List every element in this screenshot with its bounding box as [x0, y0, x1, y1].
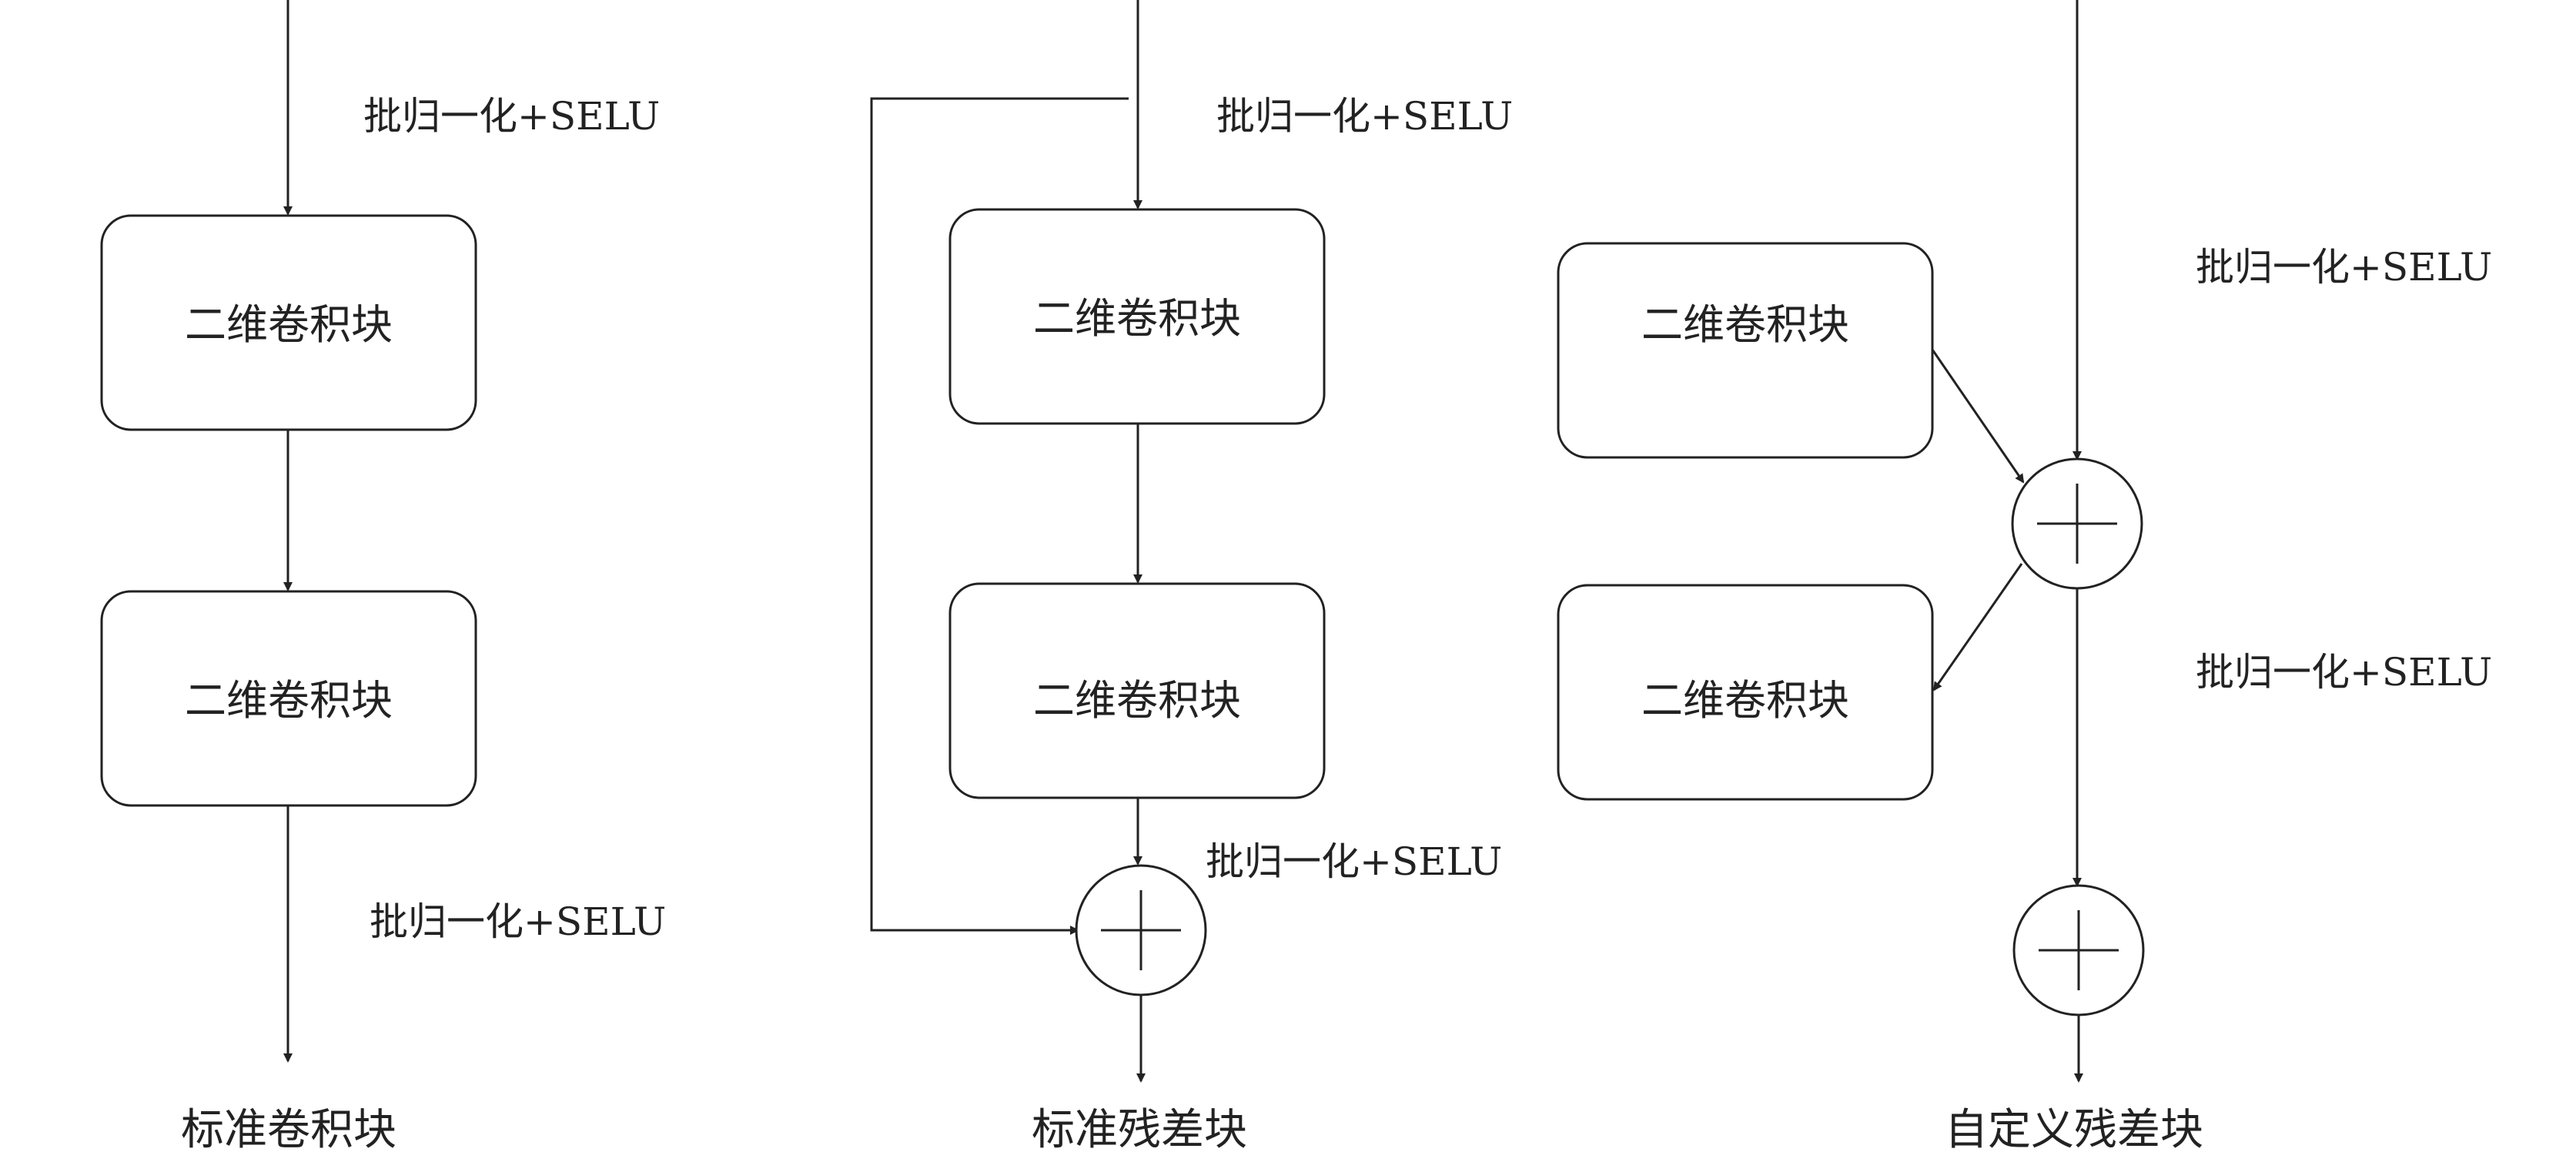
bn-selu-label-mid: 批归一化+SELU — [2196, 650, 2492, 695]
panel-custom-residual: 二维卷积块 二维卷积块 批归一化+SELU 批归一化+SELU 自定义残差块 — [1557, 0, 2492, 1152]
sum-node — [1075, 864, 1207, 996]
conv-block-1 — [1557, 242, 1934, 459]
conv-block-2-label: 二维卷积块 — [1033, 676, 1241, 725]
bn-selu-label-bottom: 批归一化+SELU — [370, 899, 666, 944]
panel-standard-conv: 批归一化+SELU 二维卷积块 二维卷积块 批归一化+SELU 标准卷积块 — [100, 0, 666, 1152]
panel-standard-residual: 批归一化+SELU 二维卷积块 二维卷积块 批归一化+SELU 标准残差块 — [870, 0, 1513, 1152]
skip-connection-arrow — [870, 97, 1129, 935]
conv-block-1-label: 二维卷积块 — [185, 300, 393, 349]
sum-node-2 — [2012, 884, 2145, 1016]
sum-node-1 — [2011, 457, 2143, 590]
caption-standard-residual: 标准残差块 — [1032, 1105, 1247, 1152]
conv-block-2-label: 二维卷积块 — [185, 676, 393, 725]
conv-block-2-label: 二维卷积块 — [1641, 676, 1849, 725]
conv-block-1-label: 二维卷积块 — [1641, 300, 1849, 349]
conv1-to-sum-arrow — [1931, 349, 2025, 484]
bn-selu-label-sum: 批归一化+SELU — [1206, 839, 1502, 884]
caption-custom-residual: 自定义残差块 — [1945, 1105, 2203, 1152]
caption-standard-conv: 标准卷积块 — [181, 1105, 396, 1152]
bn-selu-label-top: 批归一化+SELU — [363, 94, 660, 139]
conv-block-1-label: 二维卷积块 — [1033, 294, 1241, 343]
bn-selu-label-top: 批归一化+SELU — [2196, 245, 2492, 290]
bn-selu-label-top: 批归一化+SELU — [1216, 94, 1513, 139]
conv-block-2 — [1557, 584, 1934, 801]
sum-to-conv2-arrow — [1932, 563, 2023, 692]
